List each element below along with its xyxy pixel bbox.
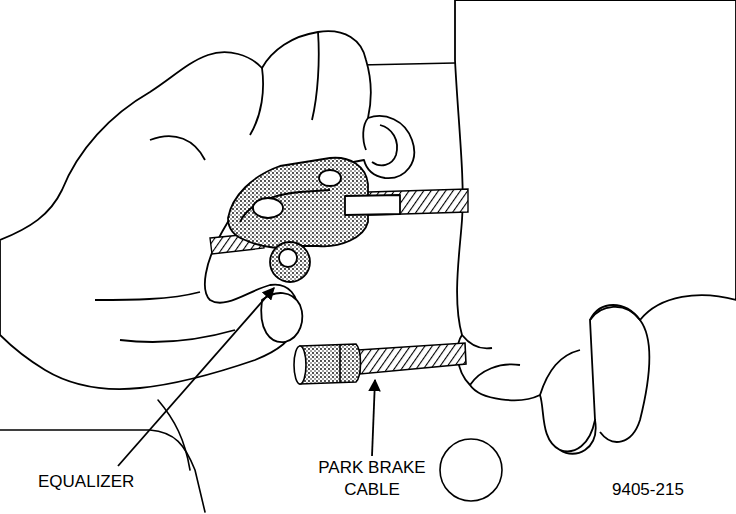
- left-thumb: [261, 293, 302, 342]
- right-hand: [462, 335, 492, 348]
- equalizer: [319, 170, 341, 186]
- leader-lines: [372, 380, 375, 456]
- part-label: EQUALIZER: [38, 471, 178, 493]
- park-brake-cable: [294, 343, 466, 384]
- left-thumb: [261, 293, 302, 342]
- right-hand: [455, 0, 736, 454]
- left-hand: [0, 31, 414, 389]
- left-hand: [250, 68, 263, 135]
- park-brake-cable: [300, 344, 361, 384]
- left-hand: [95, 292, 200, 300]
- right-hand: [470, 364, 520, 385]
- background-lines: [360, 63, 455, 65]
- right-hand: [590, 307, 649, 442]
- leader-lines: [118, 288, 375, 466]
- park-brake-cable: [339, 344, 341, 383]
- left-hand: [0, 31, 414, 389]
- background-lines: [158, 400, 190, 470]
- left-hand: [312, 32, 319, 120]
- part-label: PARK BRAKE CABLE: [302, 457, 442, 501]
- right-hand: [455, 0, 736, 454]
- background-lines: [0, 430, 205, 512]
- equalizer: [270, 242, 310, 282]
- figure-number: 9405-215: [612, 479, 722, 501]
- park-brake-cable: [294, 346, 306, 384]
- right-hand: [560, 420, 595, 451]
- equalizer: [253, 198, 283, 218]
- left-hand: [363, 118, 368, 150]
- park-brake-cable: [358, 343, 466, 374]
- equalizer: [279, 249, 297, 267]
- right-hand: [540, 350, 580, 395]
- leader-lines: [118, 288, 274, 466]
- left-hand: [372, 125, 397, 165]
- equalizer: [240, 190, 330, 222]
- circle-mark: [440, 439, 502, 501]
- equalizer: [345, 195, 400, 215]
- equalizer: [228, 158, 400, 282]
- circle-mark: [440, 439, 502, 501]
- left-hand: [150, 136, 205, 160]
- left-hand: [120, 330, 235, 342]
